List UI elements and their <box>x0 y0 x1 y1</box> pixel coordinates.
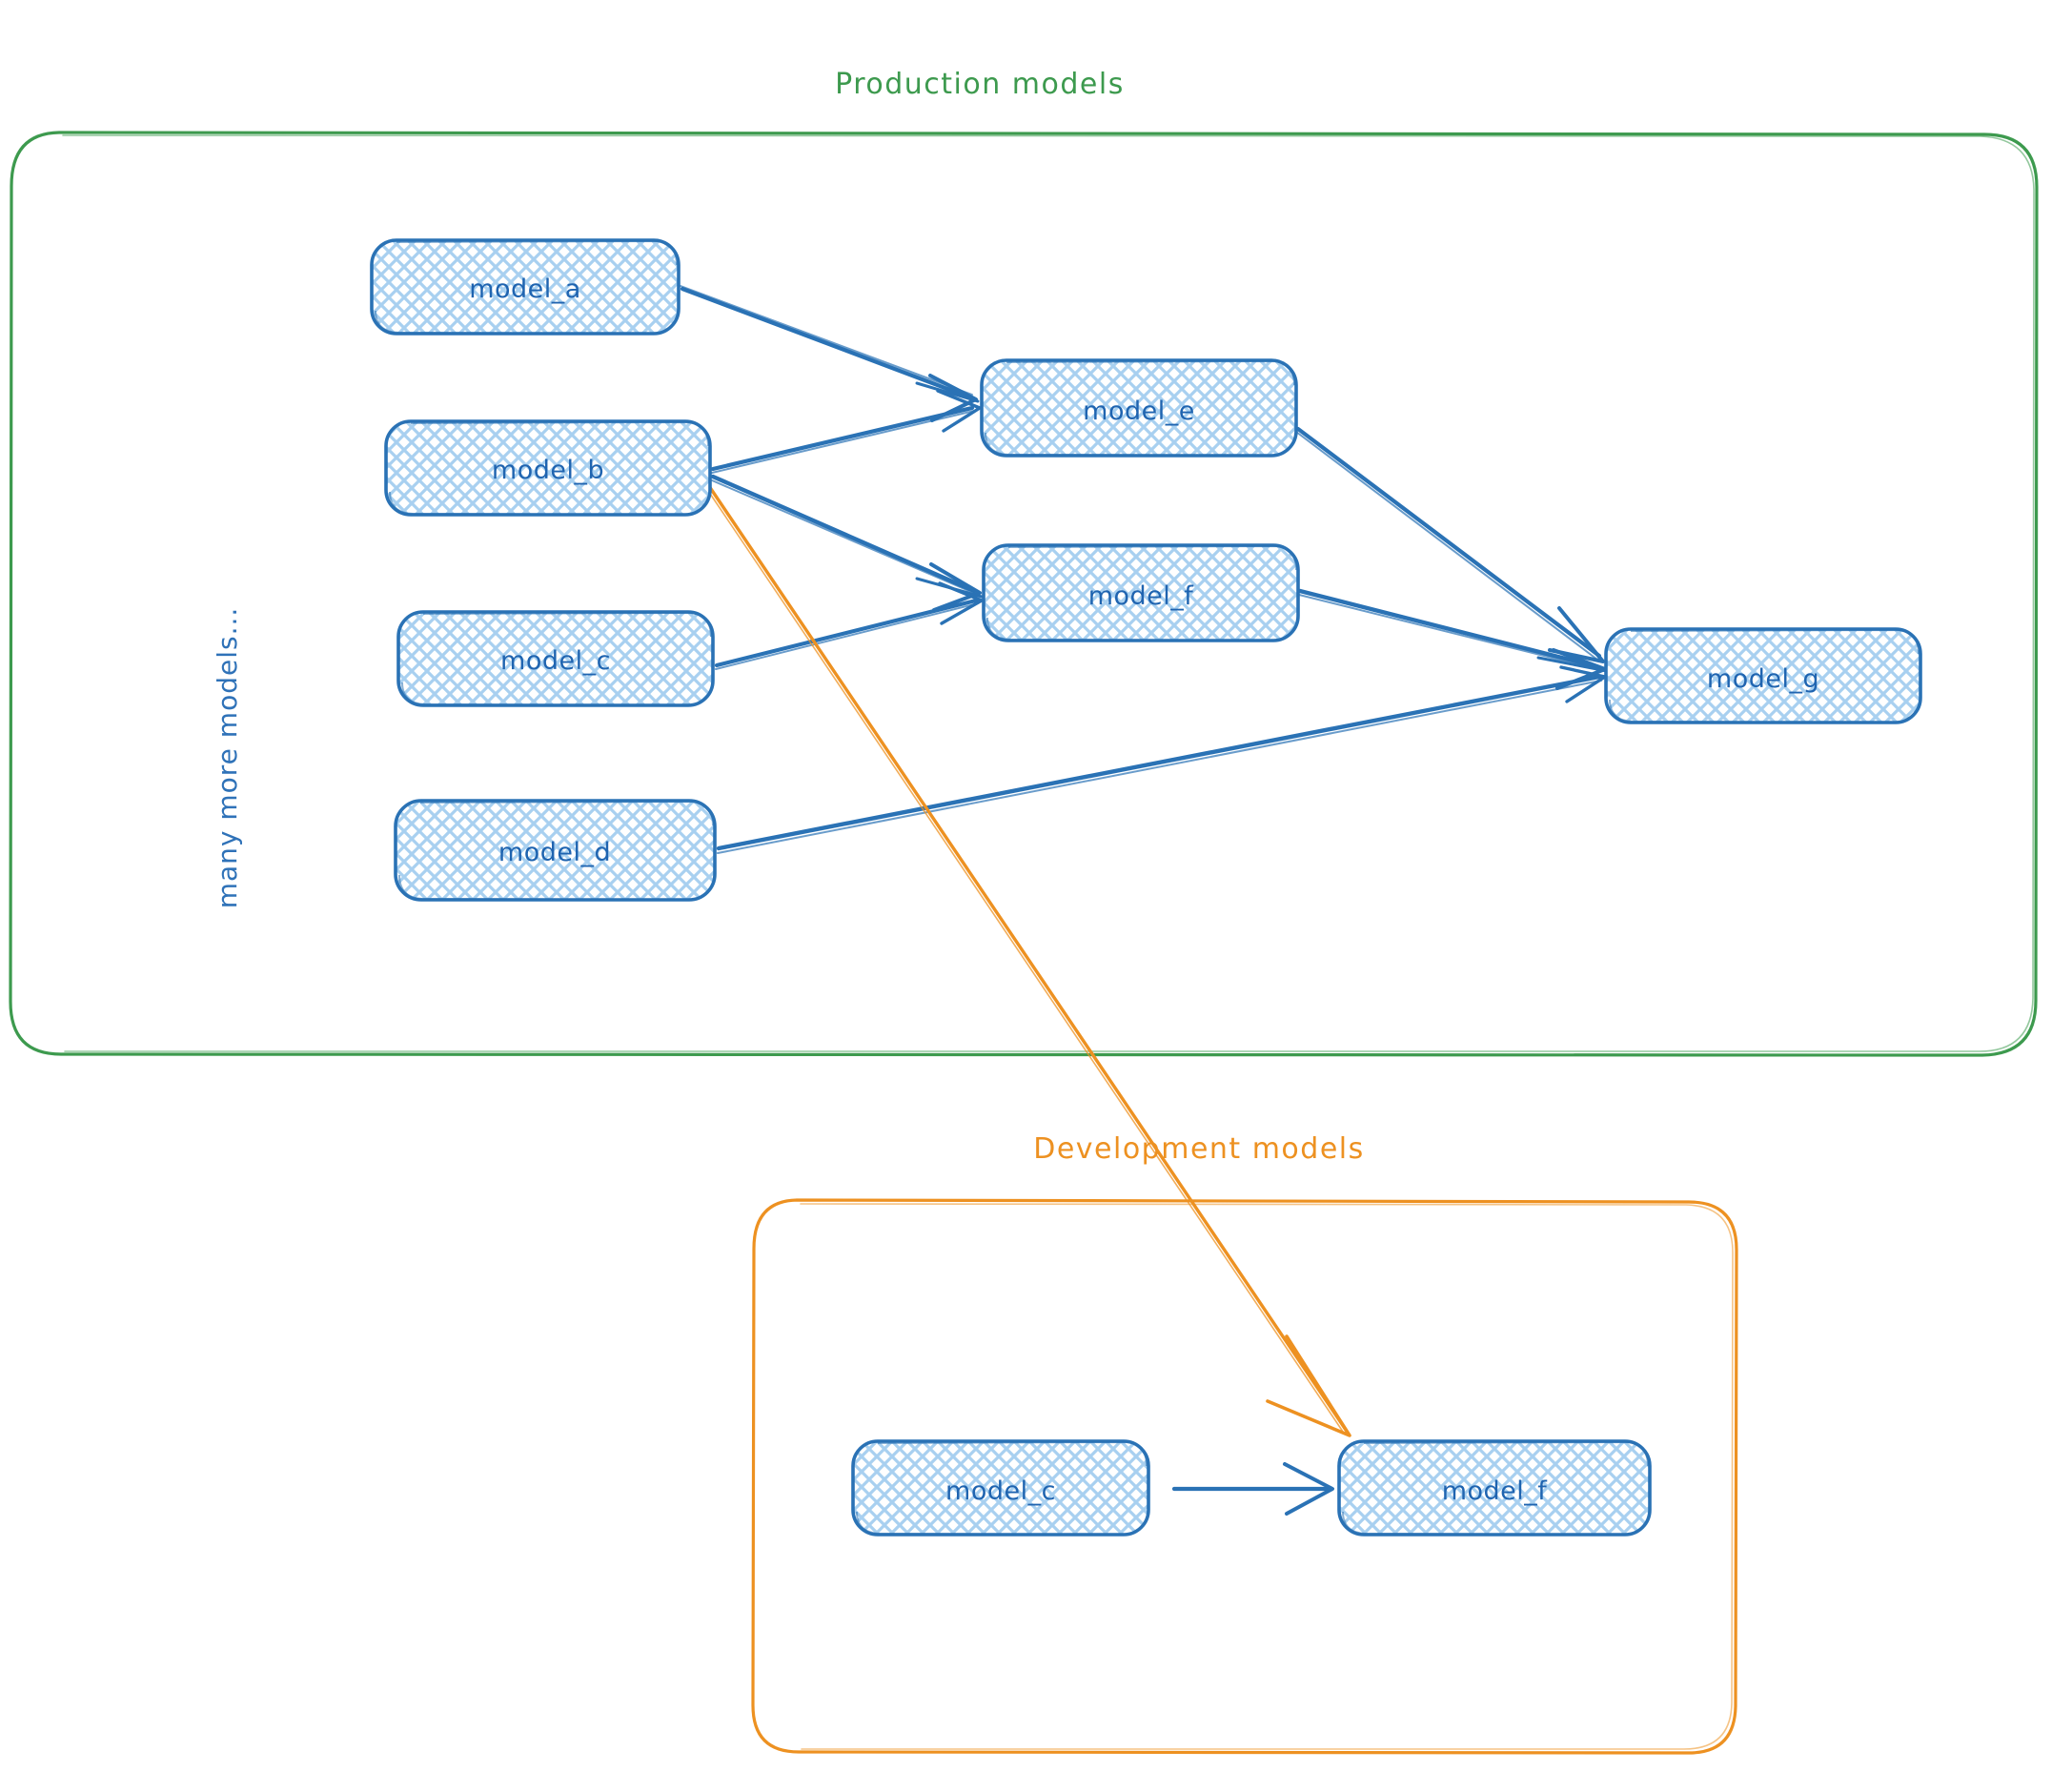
node-label: model_c <box>945 1476 1056 1506</box>
development-group-border-sketch <box>800 1203 1734 1750</box>
development-group-border <box>751 1198 1738 1755</box>
edge-b-to-e <box>710 389 982 474</box>
group-development <box>751 1198 1738 1755</box>
arrowhead-icon <box>1536 656 1609 673</box>
node-label: model_e <box>1083 397 1195 426</box>
node-label: model_c <box>500 646 611 676</box>
node-prod-model-e[interactable]: model_e <box>980 358 1298 458</box>
node-prod-model-c[interactable]: model_c <box>396 610 715 707</box>
arrowhead-icon <box>929 562 982 612</box>
group-production <box>9 131 2039 1057</box>
production-group-border <box>9 131 2039 1057</box>
node-prod-model-b[interactable]: model_b <box>384 419 712 517</box>
edge-devc-to-devf <box>1171 1462 1334 1516</box>
node-label: model_d <box>498 838 611 867</box>
node-label: model_g <box>1707 664 1819 694</box>
edge-c-to-f <box>714 581 984 670</box>
development-group-title: Development models <box>1033 1132 1365 1166</box>
arrowhead-icon <box>1266 1334 1351 1437</box>
arrowhead-icon <box>915 381 980 403</box>
node-dev-model-f[interactable]: model_f <box>1337 1439 1652 1537</box>
arrowhead-icon <box>1283 1462 1334 1516</box>
node-prod-model-g[interactable]: model_g <box>1604 627 1922 724</box>
edge-b-to-f <box>710 474 984 612</box>
node-label: model_f <box>1442 1476 1549 1506</box>
arrowhead-icon <box>938 581 984 625</box>
arrowhead-icon <box>936 389 982 433</box>
node-prod-model-f[interactable]: model_f <box>982 543 1300 642</box>
node-prod-model-d[interactable]: model_d <box>394 799 717 902</box>
edge-prodb-to-devf <box>705 484 1351 1437</box>
node-prod-model-a[interactable]: model_a <box>370 238 681 336</box>
node-label: model_f <box>1088 581 1195 611</box>
node-label: model_b <box>492 456 604 485</box>
node-label: model_a <box>469 275 581 304</box>
node-dev-model-c[interactable]: model_c <box>851 1439 1150 1537</box>
many-more-models-note: many more models... <box>212 607 243 909</box>
production-group-title: Production models <box>835 68 1125 101</box>
production-group-border-sketch <box>62 134 2035 1052</box>
